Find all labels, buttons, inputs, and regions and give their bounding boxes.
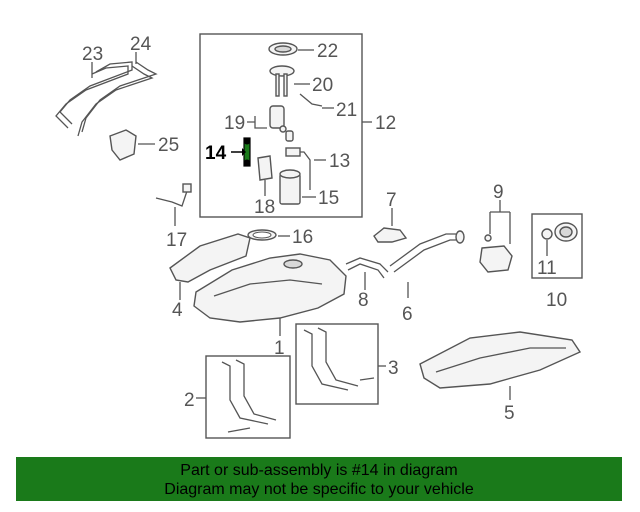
part-1-fuel-tank[interactable] xyxy=(193,253,347,323)
assembly-box-2 xyxy=(205,355,291,439)
part-filter[interactable] xyxy=(285,130,294,142)
footer-banner: Part or sub-assembly is #14 in diagram D… xyxy=(16,457,622,501)
part-19-fuel-pump[interactable] xyxy=(269,105,287,133)
callout-23: 23 xyxy=(82,44,103,65)
callout-3: 3 xyxy=(388,358,399,379)
part-8-filler-hose[interactable] xyxy=(345,257,389,279)
part-16-gasket[interactable] xyxy=(247,229,277,241)
callout-18: 18 xyxy=(254,197,275,218)
part-5-skid-plate[interactable] xyxy=(419,331,582,389)
callout-24: 24 xyxy=(130,34,152,55)
callout-25: 25 xyxy=(158,135,179,156)
part-22-lock-ring[interactable] xyxy=(268,42,298,56)
callout-19: 19 xyxy=(224,113,245,134)
callout-10: 10 xyxy=(546,290,567,311)
assembly-box-12 xyxy=(199,33,363,218)
callout-9: 9 xyxy=(493,182,504,203)
callout-8: 8 xyxy=(358,290,369,311)
part-9-lid-parts[interactable] xyxy=(479,234,513,273)
part-21-hose[interactable] xyxy=(299,93,323,107)
callout-20: 20 xyxy=(312,75,333,96)
part-4-protector[interactable] xyxy=(169,233,251,283)
callout-4: 4 xyxy=(172,300,183,321)
callout-1: 1 xyxy=(274,338,285,359)
part-23-tube[interactable] xyxy=(55,61,133,129)
callout-16: 16 xyxy=(292,227,313,248)
callout-17: 17 xyxy=(166,230,187,251)
callout-6: 6 xyxy=(402,304,413,325)
callout-7: 7 xyxy=(386,190,397,211)
callout-14: 14 xyxy=(205,143,227,164)
callout-22: 22 xyxy=(317,41,338,62)
part-24-tube[interactable] xyxy=(77,61,158,137)
footer-line-2: Diagram may not be specific to your vehi… xyxy=(164,481,474,498)
assembly-box-3 xyxy=(295,323,379,405)
footer-line-1: Part or sub-assembly is #14 in diagram xyxy=(180,462,458,479)
part-13-sender-gauge[interactable] xyxy=(285,147,311,190)
callout-5: 5 xyxy=(504,403,515,424)
part-25-bracket[interactable] xyxy=(109,129,137,161)
callout-12: 12 xyxy=(375,113,396,134)
part-2-band[interactable] xyxy=(221,359,277,433)
part-3-band[interactable] xyxy=(303,327,375,391)
part-15-reservoir[interactable] xyxy=(279,169,301,205)
part-20-pump-cover[interactable] xyxy=(269,65,295,97)
callout-11: 11 xyxy=(537,258,557,279)
callout-2: 2 xyxy=(184,390,195,411)
part-11-cap[interactable] xyxy=(541,222,578,242)
part-6-filler-pipe[interactable] xyxy=(389,230,465,273)
callout-13: 13 xyxy=(329,151,350,172)
part-18-screen[interactable] xyxy=(257,155,273,181)
callout-15: 15 xyxy=(318,188,339,209)
part-17-clamp[interactable] xyxy=(155,183,192,207)
callout-21: 21 xyxy=(336,100,357,121)
part-7-clip[interactable] xyxy=(373,227,408,243)
assembly-box-10 xyxy=(531,213,583,279)
